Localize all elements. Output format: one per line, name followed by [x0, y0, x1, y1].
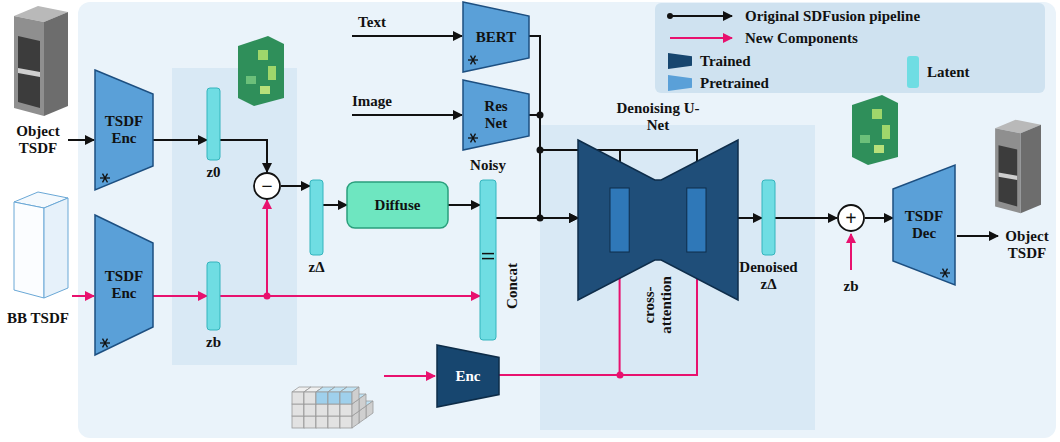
connector — [775, 217, 837, 219]
legend-text: Trained — [700, 53, 751, 70]
node-label: TSDF Dec — [901, 208, 947, 242]
add-op: + — [837, 204, 865, 232]
image-encoder: Res Net — [463, 80, 529, 150]
connector — [865, 217, 893, 219]
voxel-encoder: Enc — [437, 345, 499, 407]
connector — [448, 204, 480, 206]
legend-text: Pretrained — [700, 75, 769, 92]
voxel-latent-icon — [852, 95, 898, 165]
text-area: Diffuse — [347, 182, 448, 228]
voxel-grid-illustration — [292, 387, 373, 428]
node-shape — [207, 262, 220, 330]
unet-block: Denoising U-Net — [578, 140, 738, 300]
text-encoder: BERT — [463, 2, 529, 72]
text-column: + — [841, 207, 861, 229]
connector — [738, 217, 762, 219]
latent-label: zb — [844, 278, 859, 295]
node-label: Diffuse — [375, 197, 421, 214]
panel — [540, 125, 815, 430]
legend-text: New Components — [745, 30, 858, 47]
connector — [220, 200, 267, 296]
connector — [323, 204, 347, 206]
block-heading: Noisy — [470, 157, 506, 174]
node-shape — [762, 180, 775, 255]
input-label: Image — [352, 93, 392, 110]
legend-text: Original SDFusion pipeline — [745, 8, 920, 25]
connector — [220, 295, 480, 297]
cabinet-illustration — [995, 120, 1041, 214]
node-shape — [578, 140, 738, 300]
input-label: Object TSDF — [7, 123, 69, 157]
text-column: TSDF Enc — [101, 113, 147, 147]
node-label: + — [845, 207, 856, 229]
node-label: Res Net — [478, 98, 514, 132]
text-area: BERT — [463, 2, 529, 72]
voxel-latent-icon — [238, 36, 284, 106]
connector — [153, 139, 207, 141]
text-area: − — [253, 172, 281, 200]
legend-swatch — [907, 56, 919, 88]
panel — [78, 2, 1056, 438]
input-label: BB TSDF — [7, 310, 69, 327]
connector — [220, 140, 267, 172]
latent-bar: zb — [207, 262, 220, 330]
node-label: TSDF Enc — [101, 268, 147, 302]
latent-bar: z0 — [207, 88, 220, 160]
node-shape — [207, 88, 220, 160]
text-column: Diffuse — [353, 197, 443, 214]
latent-label: zb — [206, 334, 221, 351]
legend-text: Latent — [927, 64, 970, 81]
cabinet-illustration — [14, 6, 68, 116]
text-column: − — [257, 175, 277, 197]
latent-bar: Denoised zΔ — [762, 180, 775, 255]
latent-bar: NoisyConcat — [480, 180, 496, 340]
legend-box — [655, 3, 1045, 93]
junction-dots — [264, 112, 624, 379]
bounding-box-illustration — [14, 192, 68, 298]
block-heading: Denoising U-Net — [616, 100, 700, 134]
text-area: TSDF Dec — [893, 165, 955, 285]
legend-samples — [667, 13, 732, 38]
node-shape — [480, 180, 496, 340]
panel — [172, 68, 297, 365]
text-area: TSDF Enc — [95, 215, 153, 355]
text-column: TSDF Enc — [101, 268, 147, 302]
text-area: TSDF Enc — [95, 70, 153, 190]
encoder-block: TSDF Enc — [95, 70, 153, 190]
connector — [529, 36, 578, 218]
text-column: Res Net — [478, 98, 514, 132]
latent-label: Denoised zΔ — [732, 259, 806, 293]
node-label: TSDF Enc — [101, 113, 147, 147]
text-area: + — [837, 204, 865, 232]
latent-label: z0 — [206, 164, 220, 181]
wires — [68, 36, 998, 376]
node-label: Enc — [455, 368, 480, 385]
connector — [529, 115, 578, 218]
latent-label: zΔ — [308, 259, 324, 276]
subtract-op: − — [253, 172, 281, 200]
node-label: − — [261, 175, 272, 197]
latent-bar: zΔ — [310, 180, 323, 255]
text-area: Enc — [437, 345, 499, 407]
text-column: BERT — [471, 29, 521, 46]
node-label: BERT — [476, 29, 516, 46]
node-shape — [310, 180, 323, 255]
encoder-block: TSDF Enc — [95, 215, 153, 355]
text-column: TSDF Dec — [901, 208, 947, 242]
connector — [281, 185, 310, 187]
input-label: Text — [358, 14, 386, 31]
decoder-block: TSDF Dec — [893, 165, 955, 285]
text-area: Res Net — [463, 80, 529, 150]
cross-attention-label: cross-attention — [641, 268, 675, 342]
connector — [153, 295, 207, 297]
latent-label: Concat — [504, 263, 521, 309]
diffuse-box: Diffuse — [347, 182, 448, 228]
text-column: Enc — [445, 368, 491, 385]
output-label: Object TSDF — [999, 228, 1055, 262]
